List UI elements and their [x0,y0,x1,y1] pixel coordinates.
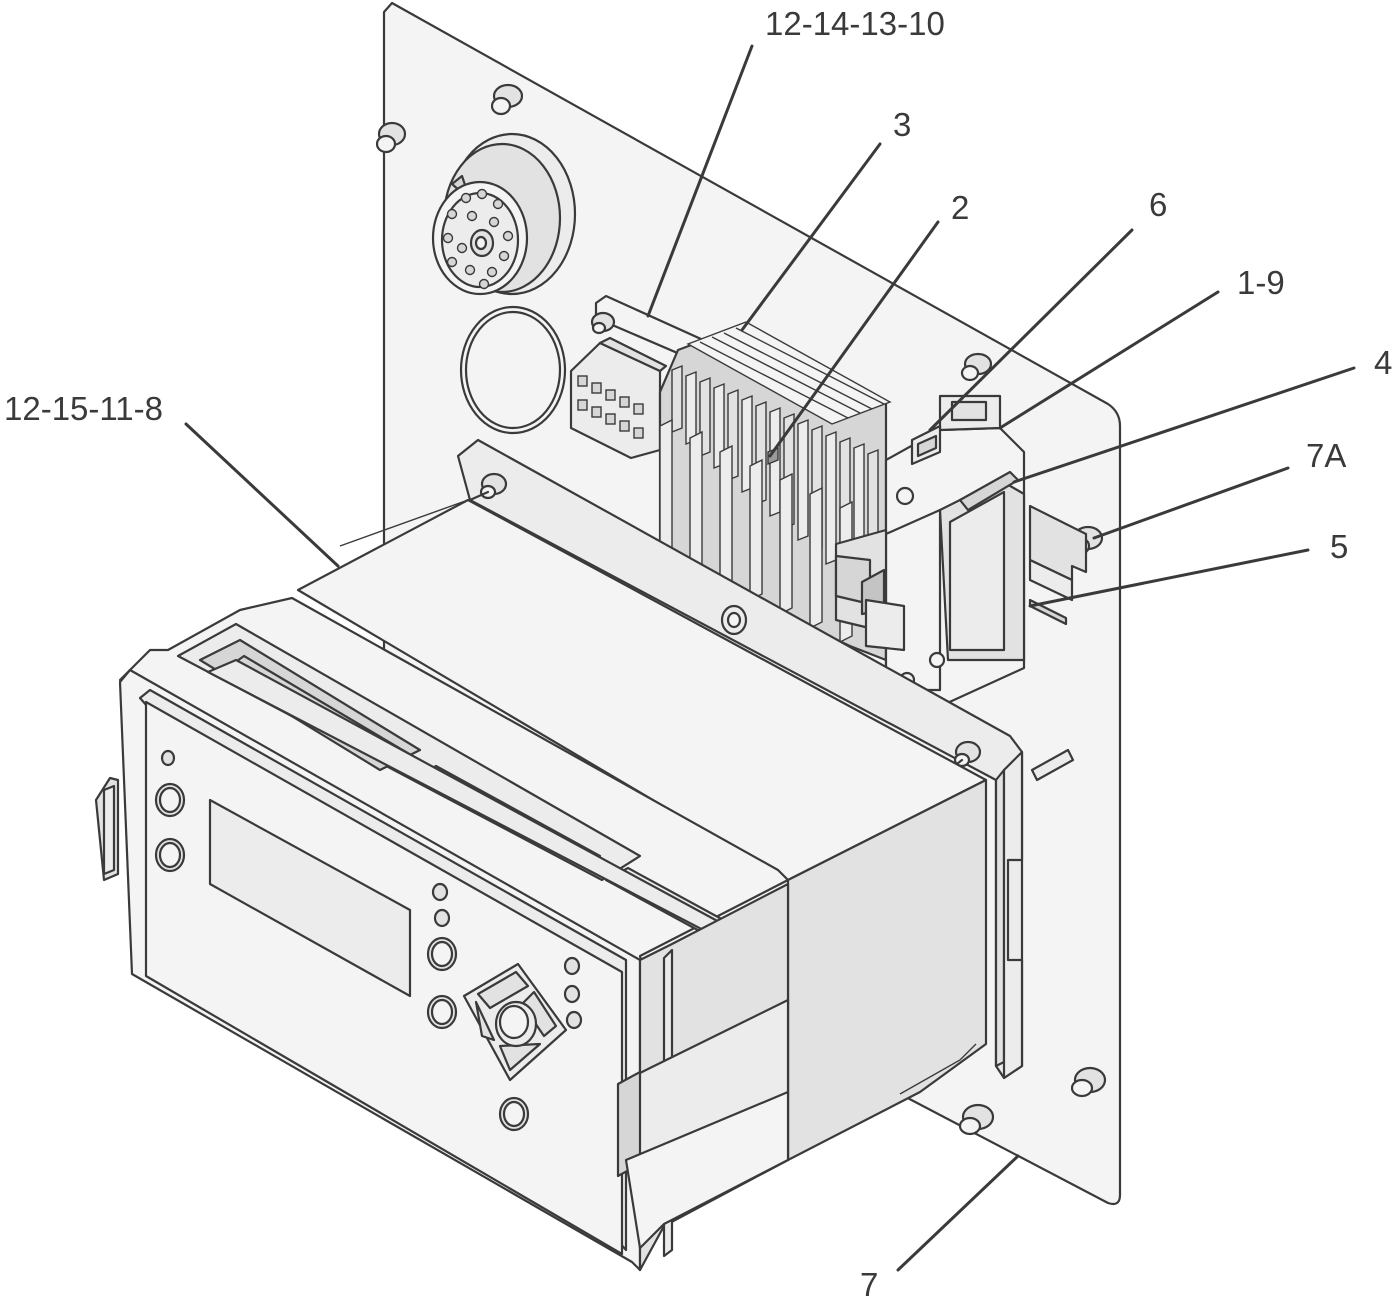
leader-3 [740,142,882,332]
circular-connector [431,132,577,296]
leader-2 [768,220,940,458]
leader-5 [1028,548,1310,608]
leader-7a [1092,466,1290,540]
round-cover-plate [459,305,567,435]
small-terminal-block [569,336,668,460]
leader-1-9 [998,290,1220,430]
panel-buttons [154,749,583,1132]
leader-4 [1012,366,1356,484]
terminal-lower-fins [659,418,853,644]
connector-pins [442,188,514,290]
pin-right [1030,748,1075,782]
front-frame-right [616,882,790,1272]
leader-lines [184,44,1356,1272]
stud-top-middle [490,83,524,116]
front-panel [94,668,642,1272]
din-rail [1028,504,1088,626]
label-1-9: 1-9 [1237,264,1285,301]
label-3: 3 [893,106,911,143]
callout-labels: 12-14-13-10 3 2 6 1-9 4 7A 5 12-15-11-8 … [4,5,1392,1303]
stud-upper-right [960,352,993,382]
label-2: 2 [951,189,969,226]
stud-lower-right [1070,1066,1107,1098]
leader-6 [928,228,1134,432]
terminal-tops [686,321,892,425]
label-12-15-11-8: 12-15-11-8 [4,390,163,427]
leader-7 [896,1154,1020,1272]
lcd-display [208,798,412,998]
label-4: 4 [1374,344,1392,381]
stud-bottom-7 [958,1103,995,1136]
label-7: 7 [860,1266,878,1302]
label-7a: 7A [1306,437,1346,474]
navigation-keypad [462,962,568,1082]
device-housing [118,438,1024,1162]
leader-12-14-13-10 [646,44,754,318]
label-5: 5 [1330,528,1348,565]
label-6: 6 [1149,186,1167,223]
stud-top-left [375,121,407,154]
label-12-14-13-10: 12-14-13-10 [765,5,945,42]
leader-12-15-11-8 [184,422,340,568]
